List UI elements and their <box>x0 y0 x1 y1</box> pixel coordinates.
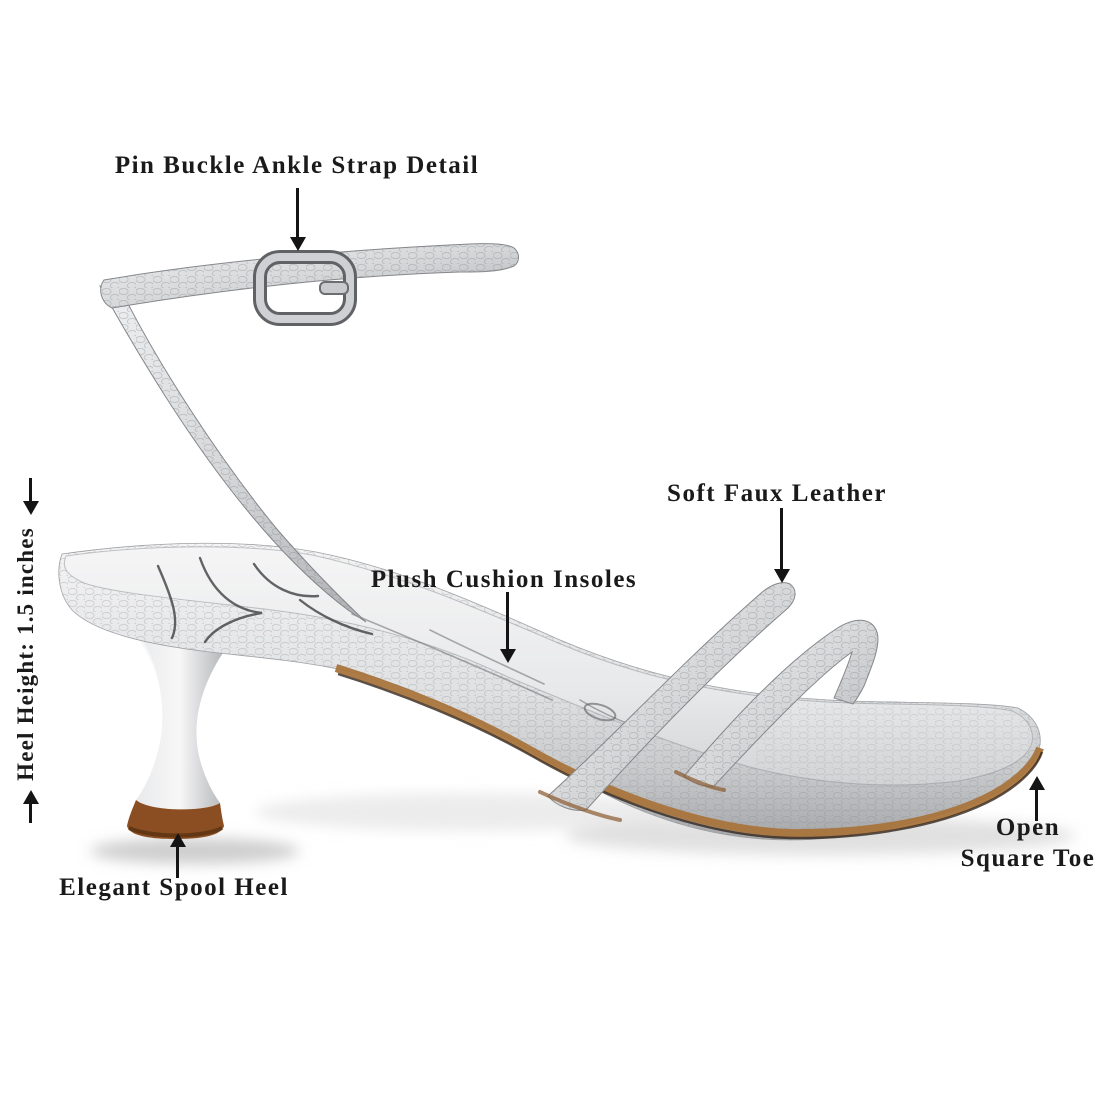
heel-height-arrow-top <box>29 478 32 502</box>
open-square-toe-line2: Square Toe <box>960 845 1096 872</box>
ankle-strap <box>98 285 367 623</box>
spool-heel-label: Elegant Spool Heel <box>59 874 289 901</box>
open-square-toe-line1: Open <box>995 814 1061 841</box>
open-square-toe-label: Open Square Toe <box>961 812 1096 874</box>
buckle-pin <box>319 281 349 295</box>
insole <box>63 546 1033 786</box>
toe-straps <box>547 582 879 811</box>
pin-buckle-arrow <box>296 188 299 238</box>
heel-height-arrow-bottom <box>29 803 32 823</box>
outsole-edge <box>334 664 1044 838</box>
soft-faux-leather-arrow <box>780 508 783 570</box>
heel-height-label: Heel Height: 1.5 inches <box>13 527 38 781</box>
plush-insoles-arrow <box>506 592 509 650</box>
open-square-toe-arrow <box>1035 789 1038 821</box>
spool-heel-arrow <box>176 846 179 878</box>
pin-buckle-label: Pin Buckle Ankle Strap Detail <box>114 152 480 179</box>
pin-buckle <box>253 250 357 326</box>
soft-faux-leather-label: Soft Faux Leather <box>667 480 887 507</box>
plush-insoles-label: Plush Cushion Insoles <box>370 566 638 593</box>
heel-tip <box>127 800 224 839</box>
brand-logo-script <box>156 556 374 644</box>
